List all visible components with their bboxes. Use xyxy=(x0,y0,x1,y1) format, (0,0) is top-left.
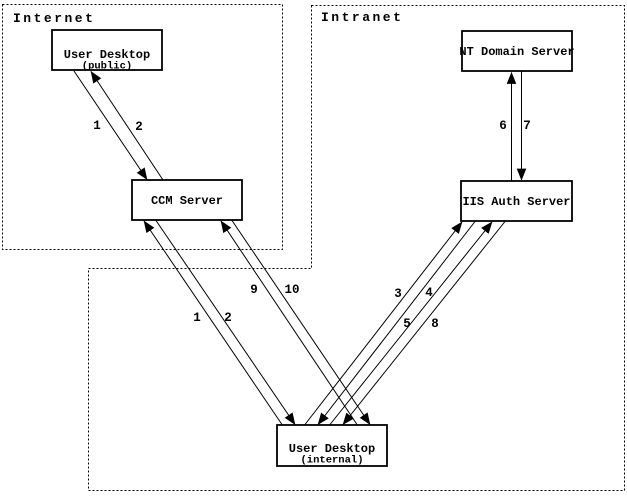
node-iis-auth-server-label: IIS Auth Server xyxy=(462,195,570,209)
node-ccm-server: CCM Server xyxy=(131,179,243,221)
flow-label-3: 3 xyxy=(394,287,402,301)
node-user-desktop-public-box xyxy=(51,29,163,71)
node-user-desktop-internal-box xyxy=(276,424,388,467)
flow-line-8-iis-to-internal-desktop xyxy=(342,221,506,425)
node-user-desktop-public-label: User Desktop xyxy=(64,48,150,62)
flow-line-2-ccm-to-internal-desktop xyxy=(155,220,296,425)
intranet-zone-label: Intranet xyxy=(321,10,403,25)
flow-label-6: 6 xyxy=(499,119,507,133)
flow-label-8: 8 xyxy=(431,317,439,331)
node-iis-auth-server-box xyxy=(460,180,573,222)
flow-line-5-internal-desktop-to-iis xyxy=(329,221,493,425)
node-nt-domain-server-label: NT Domain Server xyxy=(459,45,574,59)
flow-label-2-public: 2 xyxy=(135,120,143,134)
node-user-desktop-internal: User Desktop (internal) xyxy=(276,424,388,467)
node-nt-domain-server-box xyxy=(461,30,573,72)
node-user-desktop-public: User Desktop (public) xyxy=(51,29,163,73)
flow-label-7: 7 xyxy=(523,119,531,133)
intranet-zone-border xyxy=(88,5,625,491)
flow-label-4: 4 xyxy=(425,286,433,300)
node-ccm-server-label: CCM Server xyxy=(151,194,223,208)
flow-line-3-internal-desktop-to-iis xyxy=(304,221,463,425)
node-user-desktop-public-sublabel: (public) xyxy=(82,61,132,73)
flow-label-1-internal: 1 xyxy=(193,311,201,325)
node-ccm-server-box xyxy=(131,179,243,221)
flow-line-9-internal-desktop-to-ccm xyxy=(220,220,358,425)
flow-line-1-public-desktop-to-ccm xyxy=(73,70,148,180)
flow-label-9: 9 xyxy=(250,283,258,297)
flow-label-10: 10 xyxy=(284,283,299,297)
flow-label-1-public: 1 xyxy=(93,119,101,133)
flow-line-2-ccm-to-public-desktop xyxy=(90,71,164,181)
flow-label-2-internal: 2 xyxy=(224,311,232,325)
flow-line-10-ccm-to-internal-desktop xyxy=(231,220,371,425)
flow-line-4-iis-to-internal-desktop xyxy=(317,221,476,425)
node-user-desktop-internal-label: User Desktop xyxy=(289,442,375,456)
internet-zone-label: Internet xyxy=(13,11,95,26)
node-nt-domain-server: NT Domain Server xyxy=(459,30,575,72)
node-iis-auth-server: IIS Auth Server xyxy=(460,180,573,222)
flow-line-1-internal-desktop-to-ccm xyxy=(143,220,283,425)
flow-label-5: 5 xyxy=(403,317,411,331)
internet-zone-border xyxy=(2,4,283,250)
node-user-desktop-internal-sublabel: (internal) xyxy=(300,455,363,467)
